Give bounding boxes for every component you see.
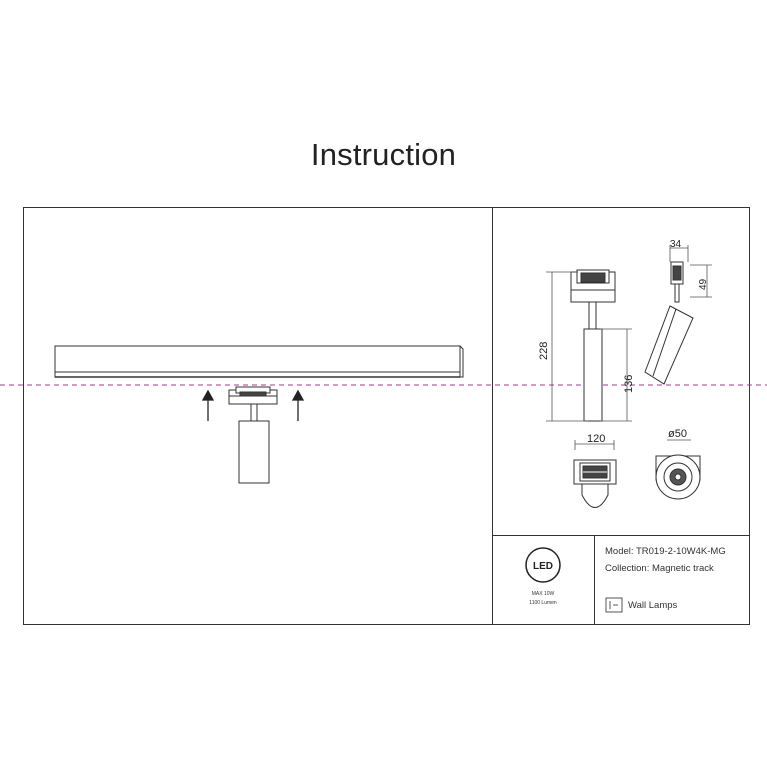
front-view bbox=[570, 269, 616, 422]
dim-body-height: 136 bbox=[623, 375, 635, 393]
led-lumens: 1100 Lumen bbox=[529, 600, 557, 606]
info-divider bbox=[594, 535, 596, 625]
led-badge-icon bbox=[525, 547, 561, 583]
side-view bbox=[644, 261, 694, 385]
category-text: Wall Lamps bbox=[628, 600, 678, 611]
instruction-frame bbox=[23, 207, 750, 625]
dim-total-height: 228 bbox=[538, 342, 550, 360]
track-rail bbox=[54, 345, 464, 378]
panel-divider-horizontal bbox=[492, 535, 750, 537]
panel-divider-vertical bbox=[492, 207, 494, 625]
dim-height-top: 49 bbox=[698, 278, 709, 290]
led-max-power: MAX 10W bbox=[531, 591, 555, 597]
spotlight-fixture bbox=[228, 386, 278, 484]
dim-width-base: 120 bbox=[587, 433, 605, 445]
dimension-lines bbox=[546, 245, 712, 450]
model-text: Model: TR019-2-10W4K-MG bbox=[605, 546, 726, 557]
bottom-view bbox=[573, 459, 617, 508]
collection-text: Collection: Magnetic track bbox=[605, 563, 714, 574]
end-view bbox=[655, 454, 701, 500]
dim-diameter: ø50 bbox=[668, 428, 687, 440]
led-badge-label: LED bbox=[533, 561, 553, 572]
install-arrow-right bbox=[291, 389, 305, 421]
install-arrow-left bbox=[201, 389, 215, 421]
wall-lamp-icon bbox=[605, 597, 623, 613]
page-title: Instruction bbox=[310, 137, 457, 172]
dim-width-top: 34 bbox=[670, 239, 682, 250]
